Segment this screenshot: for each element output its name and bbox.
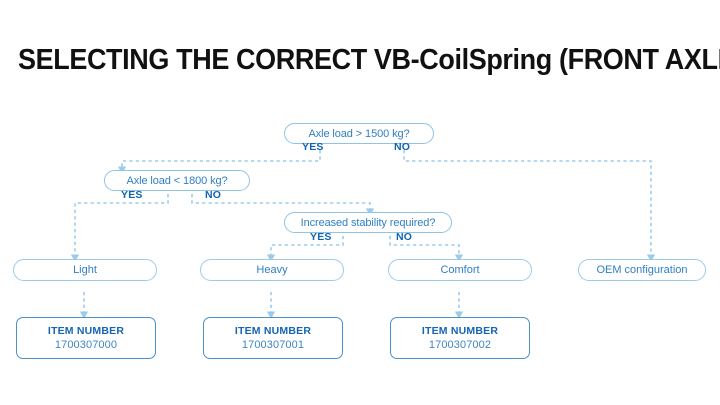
branch-label-d1-no: NO <box>394 141 411 153</box>
decision-label: Axle load > 1500 kg? <box>308 127 410 140</box>
result-node-comfort[interactable]: Comfort <box>388 259 532 281</box>
result-node-heavy[interactable]: Heavy <box>200 259 344 281</box>
item-number-label: ITEM NUMBER <box>47 325 125 337</box>
branch-label-d2-yes: YES <box>121 189 143 201</box>
branch-label-d3-yes: YES <box>310 231 332 243</box>
item-number-box-heavy[interactable]: ITEM NUMBER 1700307001 <box>203 317 343 359</box>
result-label: OEM configuration <box>596 264 688 276</box>
wire-d3-yes <box>266 236 344 262</box>
wire-d1-yes <box>117 150 321 174</box>
result-label: Light <box>73 264 97 276</box>
item-number-box-comfort[interactable]: ITEM NUMBER 1700307002 <box>390 317 530 359</box>
decision-label: Increased stability required? <box>300 216 436 229</box>
result-node-oem-configuration[interactable]: OEM configuration <box>578 259 706 281</box>
wire-d2-yes <box>70 194 169 262</box>
result-label: Comfort <box>440 264 480 276</box>
item-number-label: ITEM NUMBER <box>234 325 312 337</box>
item-number-value: 1700307000 <box>54 339 118 351</box>
branch-label-d2-no: NO <box>205 189 222 201</box>
decision-node-axle-load-1500[interactable]: Axle load > 1500 kg? <box>284 123 434 144</box>
branch-label-d1-yes: YES <box>302 141 324 153</box>
decision-node-axle-load-1800[interactable]: Axle load < 1800 kg? <box>104 170 250 191</box>
item-number-value: 1700307001 <box>241 339 305 351</box>
page-title: SELECTING THE CORRECT VB-CoilSpring (FRO… <box>18 44 720 76</box>
branch-label-d3-no: NO <box>396 231 413 243</box>
result-node-light[interactable]: Light <box>13 259 157 281</box>
decision-node-increased-stability[interactable]: Increased stability required? <box>284 212 452 233</box>
item-number-value: 1700307002 <box>428 339 492 351</box>
item-number-box-light[interactable]: ITEM NUMBER 1700307000 <box>16 317 156 359</box>
item-number-label: ITEM NUMBER <box>421 325 499 337</box>
result-label: Heavy <box>256 264 288 276</box>
wire-d1-no <box>403 150 656 262</box>
decision-label: Axle load < 1800 kg? <box>126 174 228 187</box>
